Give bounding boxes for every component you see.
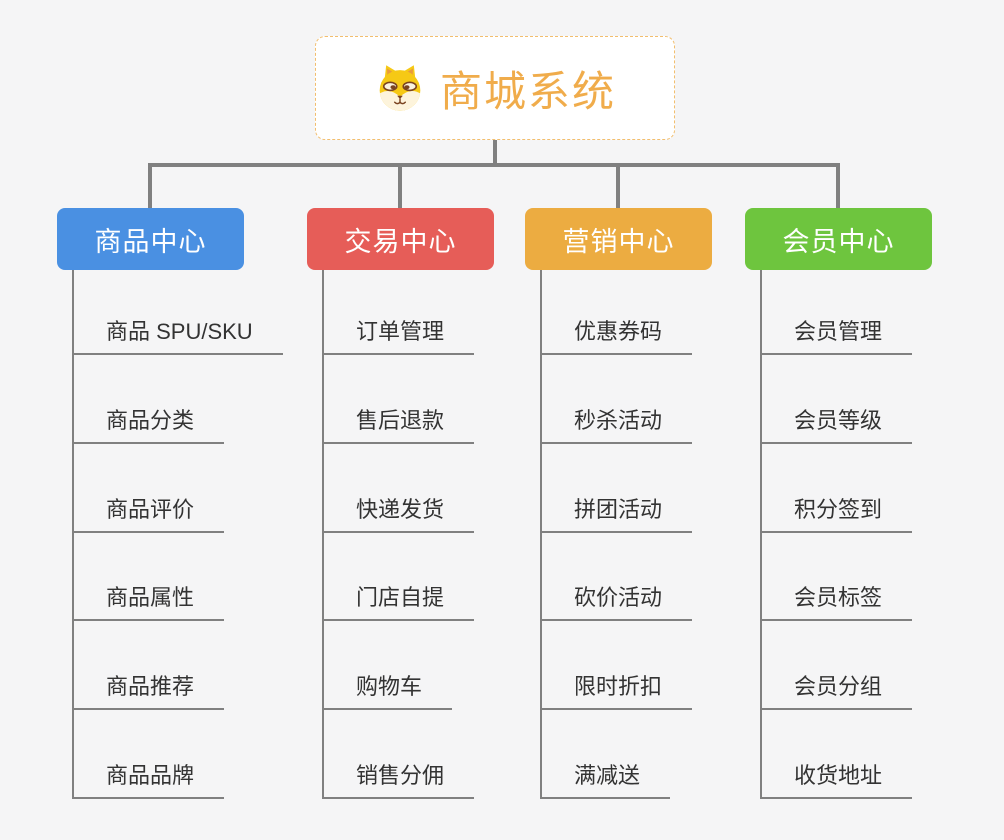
subtopic-label: 商品分类 bbox=[106, 408, 195, 433]
subtopic-trade-center-4[interactable]: 门店自提 bbox=[322, 579, 475, 621]
subtopic-label: 销售分佣 bbox=[356, 763, 445, 788]
subtopic-member-center-3[interactable]: 积分签到 bbox=[760, 491, 913, 533]
subtopic-product-center-2[interactable]: 商品分类 bbox=[72, 402, 225, 444]
branch-trunk-line bbox=[72, 270, 74, 799]
subtopic-product-center-4[interactable]: 商品属性 bbox=[72, 579, 225, 621]
connector-root-stem bbox=[493, 140, 497, 167]
subtopic-marketing-center-6[interactable]: 满减送 bbox=[540, 757, 671, 799]
subtopic-marketing-center-2[interactable]: 秒杀活动 bbox=[540, 402, 693, 444]
subtopic-trade-center-3[interactable]: 快递发货 bbox=[322, 491, 475, 533]
branch-marketing-center: 营销中心 优惠券码秒杀活动拼团活动砍价活动限时折扣满减送 bbox=[525, 208, 785, 840]
subtopic-label: 购物车 bbox=[356, 674, 423, 699]
subtopic-trade-center-5[interactable]: 购物车 bbox=[322, 668, 453, 710]
subtopic-label: 满减送 bbox=[574, 763, 641, 788]
subtopic-label: 商品属性 bbox=[106, 585, 195, 610]
subtopic-product-center-6[interactable]: 商品品牌 bbox=[72, 757, 225, 799]
branch-trunk-line bbox=[322, 270, 324, 799]
shiba-dog-icon bbox=[374, 62, 426, 114]
branch-product-center: 商品中心 商品 SPU/SKU 商品分类商品评价商品属性商品推荐商品品牌 bbox=[57, 208, 317, 840]
branch-trunk-line bbox=[760, 270, 762, 799]
subtopic-label: 会员管理 bbox=[794, 319, 883, 344]
connector-drop-trade bbox=[398, 163, 402, 208]
branch-topic-product-center[interactable]: 商品中心 bbox=[57, 208, 244, 270]
subtopic-marketing-center-5[interactable]: 限时折扣 bbox=[540, 668, 693, 710]
subtopic-label: 会员标签 bbox=[794, 585, 883, 610]
connector-drop-product bbox=[148, 163, 152, 208]
subtopic-trade-center-1[interactable]: 订单管理 bbox=[322, 313, 475, 355]
subtopic-label: 收货地址 bbox=[794, 763, 883, 788]
subtopic-label: 门店自提 bbox=[356, 585, 445, 610]
branch-topic-trade-center[interactable]: 交易中心 bbox=[307, 208, 494, 270]
subtopic-product-center-1[interactable]: 商品 SPU/SKU bbox=[72, 313, 283, 355]
subtopic-label: 积分签到 bbox=[794, 497, 883, 522]
subtopic-label: 会员等级 bbox=[794, 408, 883, 433]
subtopic-product-center-3[interactable]: 商品评价 bbox=[72, 491, 225, 533]
subtopic-label: 会员分组 bbox=[794, 674, 883, 699]
subtopic-member-center-6[interactable]: 收货地址 bbox=[760, 757, 913, 799]
root-topic-label: 商城系统 bbox=[439, 67, 616, 115]
connector-drop-marketing bbox=[616, 163, 620, 208]
connector-main-horizontal bbox=[148, 163, 840, 167]
subtopic-trade-center-6[interactable]: 销售分佣 bbox=[322, 757, 475, 799]
subtopic-member-center-4[interactable]: 会员标签 bbox=[760, 579, 913, 621]
root-topic[interactable]: 商城系统 bbox=[315, 36, 675, 140]
subtopic-marketing-center-1[interactable]: 优惠券码 bbox=[540, 313, 693, 355]
subtopic-member-center-2[interactable]: 会员等级 bbox=[760, 402, 913, 444]
subtopic-label: 商品推荐 bbox=[106, 674, 195, 699]
subtopic-marketing-center-4[interactable]: 砍价活动 bbox=[540, 579, 693, 621]
subtopic-member-center-5[interactable]: 会员分组 bbox=[760, 668, 913, 710]
subtopic-label: 秒杀活动 bbox=[574, 408, 663, 433]
branch-trunk-line bbox=[540, 270, 542, 799]
branch-trade-center: 交易中心 订单管理售后退款快递发货门店自提购物车销售分佣 bbox=[307, 208, 567, 840]
connector-drop-member bbox=[836, 163, 840, 208]
subtopic-marketing-center-3[interactable]: 拼团活动 bbox=[540, 491, 693, 533]
subtopic-label: 拼团活动 bbox=[574, 497, 663, 522]
subtopic-member-center-1[interactable]: 会员管理 bbox=[760, 313, 913, 355]
subtopic-label: 商品评价 bbox=[106, 497, 195, 522]
subtopic-product-center-5[interactable]: 商品推荐 bbox=[72, 668, 225, 710]
subtopic-label: 优惠券码 bbox=[574, 319, 663, 344]
subtopic-label: 快递发货 bbox=[356, 497, 445, 522]
subtopic-label: 商品品牌 bbox=[106, 763, 195, 788]
branch-member-center: 会员中心 会员管理会员等级积分签到会员标签会员分组收货地址 bbox=[745, 208, 1004, 840]
subtopic-label: 限时折扣 bbox=[574, 674, 663, 699]
branch-topic-marketing-center[interactable]: 营销中心 bbox=[525, 208, 712, 270]
subtopic-label: 售后退款 bbox=[356, 408, 445, 433]
subtopic-label: 商品 SPU/SKU bbox=[106, 319, 253, 344]
subtopic-label: 砍价活动 bbox=[574, 585, 663, 610]
subtopic-trade-center-2[interactable]: 售后退款 bbox=[322, 402, 475, 444]
branch-topic-member-center[interactable]: 会员中心 bbox=[745, 208, 932, 270]
subtopic-label: 订单管理 bbox=[356, 319, 445, 344]
